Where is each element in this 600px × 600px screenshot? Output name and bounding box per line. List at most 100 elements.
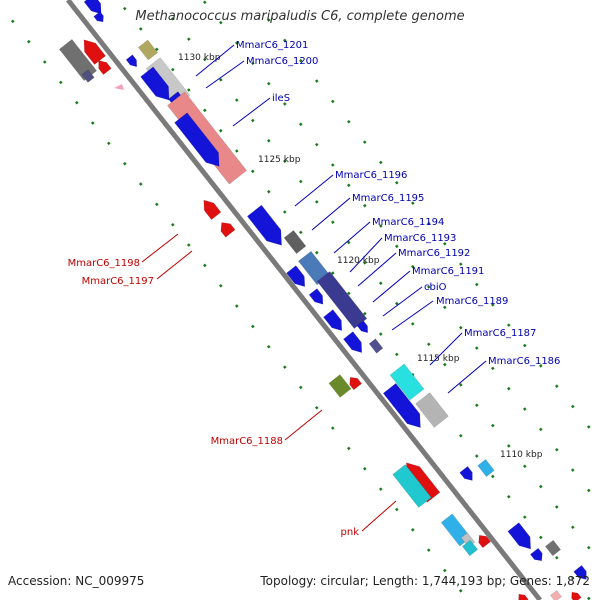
tick-mark	[395, 507, 399, 512]
gene-feature[interactable]	[125, 54, 140, 69]
gene-label-MmarC6_1195[interactable]: MmarC6_1195	[352, 193, 424, 204]
gene-feature[interactable]	[95, 57, 112, 76]
tick-mark	[443, 568, 447, 573]
tick-mark	[203, 108, 207, 113]
tick-mark	[27, 39, 31, 44]
gene-label-MmarC6_1186[interactable]: MmarC6_1186	[488, 356, 560, 367]
tick-mark	[91, 121, 95, 125]
tick-mark	[459, 262, 463, 266]
gene-label-cbiO[interactable]: cbiO	[424, 282, 447, 293]
gene-feature[interactable]	[298, 250, 330, 286]
gene-label-MmarC6_1201[interactable]: MmarC6_1201	[236, 40, 308, 51]
tick-mark	[411, 322, 415, 326]
gene-feature[interactable]	[382, 382, 426, 432]
tick-mark	[459, 433, 463, 438]
tick-mark	[539, 364, 543, 368]
gene-feature[interactable]	[217, 219, 236, 238]
tick-mark	[427, 342, 431, 347]
gene-feature[interactable]	[459, 465, 477, 483]
tick-mark	[347, 183, 351, 188]
gene-label-MmarC6_1188[interactable]: MmarC6_1188	[211, 436, 283, 447]
tick-mark	[555, 447, 559, 452]
tick-mark	[587, 425, 591, 429]
gene-feature[interactable]	[174, 112, 226, 172]
gene-feature[interactable]	[343, 331, 366, 357]
gene-label-pnk[interactable]: pnk	[341, 527, 360, 538]
gene-feature[interactable]	[246, 204, 288, 251]
tick-mark	[43, 60, 47, 64]
gene-feature[interactable]	[199, 196, 222, 220]
gene-label-MmarC6_1196[interactable]: MmarC6_1196	[335, 170, 407, 181]
gene-feature[interactable]	[516, 592, 529, 600]
gene-feature[interactable]	[389, 363, 425, 401]
tick-mark	[507, 323, 511, 327]
tick-mark	[395, 352, 399, 357]
tick-mark	[555, 384, 559, 388]
gene-feature[interactable]	[286, 265, 309, 291]
gene-feature[interactable]	[356, 320, 371, 335]
gene-feature[interactable]	[81, 69, 95, 83]
tick-mark	[187, 37, 191, 41]
tick-mark	[539, 535, 543, 540]
gene-label-MmarC6_1192[interactable]: MmarC6_1192	[398, 248, 470, 259]
tick-mark	[219, 283, 223, 288]
tick-mark	[251, 118, 255, 123]
gene-label-MmarC6_1198[interactable]: MmarC6_1198	[68, 258, 140, 269]
gene-label-MmarC6_1191[interactable]: MmarC6_1191	[412, 266, 484, 277]
gene-feature[interactable]	[569, 590, 582, 600]
tick-mark	[299, 179, 303, 184]
tick-mark	[171, 17, 175, 21]
tick-mark	[331, 163, 335, 167]
gene-feature[interactable]	[529, 547, 545, 564]
gene-feature[interactable]	[461, 539, 479, 557]
gene-feature[interactable]	[368, 338, 384, 354]
tick-mark	[251, 61, 255, 66]
tick-mark	[107, 141, 111, 146]
gene-feature[interactable]	[316, 271, 368, 329]
tick-mark	[587, 596, 591, 600]
gene-feature[interactable]	[328, 374, 352, 398]
tick-mark	[267, 18, 271, 22]
tick-mark	[267, 344, 271, 349]
tick-mark	[171, 67, 175, 72]
tick-mark	[523, 515, 527, 519]
gene-feature[interactable]	[507, 522, 536, 554]
accession-text: Accession: NC_009975	[8, 574, 145, 588]
tick-mark	[59, 80, 63, 85]
tick-mark	[363, 203, 367, 208]
gene-feature[interactable]	[83, 0, 106, 18]
tick-mark	[539, 484, 543, 489]
gene-feature[interactable]	[78, 35, 106, 65]
gene-label-MmarC6_1189[interactable]: MmarC6_1189	[436, 296, 508, 307]
tick-mark	[299, 230, 303, 235]
gene-feature[interactable]	[475, 532, 492, 549]
gene-feature[interactable]	[323, 309, 346, 335]
gene-feature[interactable]	[93, 11, 106, 25]
gene-feature[interactable]	[283, 230, 307, 254]
gene-feature[interactable]	[477, 458, 495, 478]
tick-mark	[251, 169, 255, 174]
tick-mark	[491, 303, 495, 307]
gene-feature[interactable]	[573, 564, 591, 582]
gene-feature[interactable]	[308, 288, 327, 308]
tick-mark	[315, 250, 319, 255]
gene-feature[interactable]	[346, 374, 363, 391]
topology-summary: Topology: circular; Length: 1,744,193 bp…	[260, 574, 590, 588]
gene-feature[interactable]	[137, 39, 159, 61]
gene-label-MmarC6_1200[interactable]: MmarC6_1200	[246, 56, 318, 67]
gene-feature[interactable]	[549, 589, 563, 600]
tick-mark	[235, 149, 239, 153]
site-marker	[114, 84, 124, 90]
gene-feature[interactable]	[392, 464, 432, 508]
tick-mark	[219, 128, 223, 133]
gene-feature[interactable]	[140, 66, 176, 105]
gene-feature[interactable]	[415, 392, 449, 428]
tick-mark	[267, 189, 271, 194]
gene-label-MmarC6_1193[interactable]: MmarC6_1193	[384, 233, 456, 244]
gene-label-MmarC6_1187[interactable]: MmarC6_1187	[464, 328, 536, 339]
gene-label-MmarC6_1194[interactable]: MmarC6_1194	[372, 217, 444, 228]
tick-mark	[507, 444, 511, 448]
gene-label-ileS[interactable]: ileS	[272, 93, 290, 104]
gene-label-MmarC6_1197[interactable]: MmarC6_1197	[82, 276, 154, 287]
gene-feature[interactable]	[544, 539, 562, 557]
